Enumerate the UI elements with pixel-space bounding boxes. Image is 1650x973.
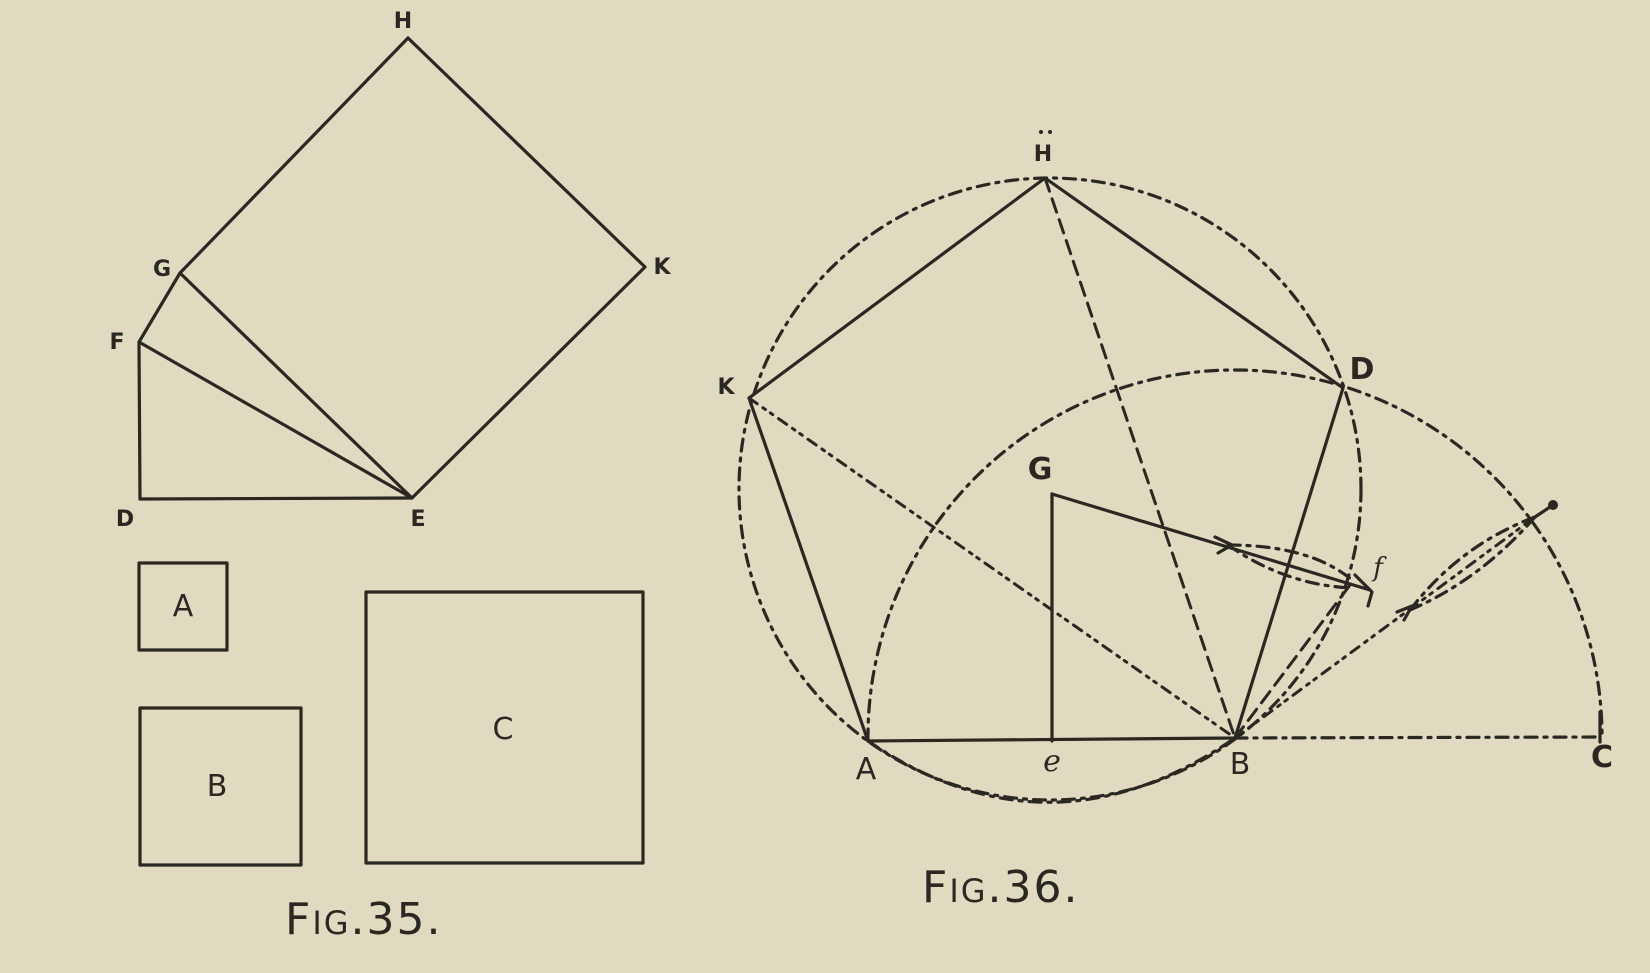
fig36-label-g: G xyxy=(1027,452,1053,487)
fig35-label-g: G xyxy=(152,257,172,282)
fig36-construction xyxy=(737,130,1604,804)
fig36-circumcircle xyxy=(737,176,1363,802)
fig35-square-a xyxy=(137,561,229,652)
fig36-arc-b xyxy=(866,368,1604,743)
fig36-lens2-lower xyxy=(1408,515,1537,612)
fig36-label-b: B xyxy=(1229,747,1251,782)
fig36-diag-kb xyxy=(747,396,1237,740)
fig35-square-b xyxy=(138,706,303,867)
fig36-label-e: e xyxy=(1043,744,1061,779)
fig36-arc-ab xyxy=(866,736,1237,804)
fig36-pentagon xyxy=(747,176,1345,743)
fig35-outline-gfde xyxy=(137,271,414,501)
fig36-label-f: f xyxy=(1373,553,1383,583)
fig35-label-f: F xyxy=(109,330,125,355)
fig35-line-fe xyxy=(137,340,414,500)
fig36-base-extension xyxy=(1233,735,1602,740)
fig35-construction xyxy=(137,36,647,501)
fig36-line-bp xyxy=(1233,515,1537,740)
fig36-lens2-upper xyxy=(1408,515,1537,612)
fig35-label-k: K xyxy=(653,255,671,280)
fig36-label-c: C xyxy=(1590,740,1614,775)
fig36-f-mark xyxy=(1353,573,1374,608)
fig36-label-h: H xyxy=(1033,142,1053,167)
fig35-square-label-a: A xyxy=(172,589,194,624)
fig36-label-a: A xyxy=(855,752,877,787)
fig35-label-e: E xyxy=(410,507,426,532)
fig36-label-k: K xyxy=(717,375,735,400)
fig36-caption: FIG.36. xyxy=(922,862,1080,913)
fig35-label-h: H xyxy=(393,9,413,34)
fig35-caption: FIG.35. xyxy=(285,894,443,945)
fig35-square-hkeg xyxy=(178,36,647,500)
fig36-line-bf xyxy=(1233,583,1352,740)
fig35-label-d: D xyxy=(115,507,135,532)
fig36-lens-lower xyxy=(1226,543,1354,590)
fig35-square-c xyxy=(364,590,645,865)
fig35-square-label-b: B xyxy=(206,769,228,804)
fig36-label-d: D xyxy=(1349,352,1375,387)
fig35-square-label-c: C xyxy=(492,712,514,747)
fig36-arrow-bp xyxy=(1395,604,1414,622)
fig36-line-gf xyxy=(1050,492,1372,592)
fig36-lens-upper xyxy=(1226,543,1354,582)
fig36-diag-hb xyxy=(1043,176,1237,740)
